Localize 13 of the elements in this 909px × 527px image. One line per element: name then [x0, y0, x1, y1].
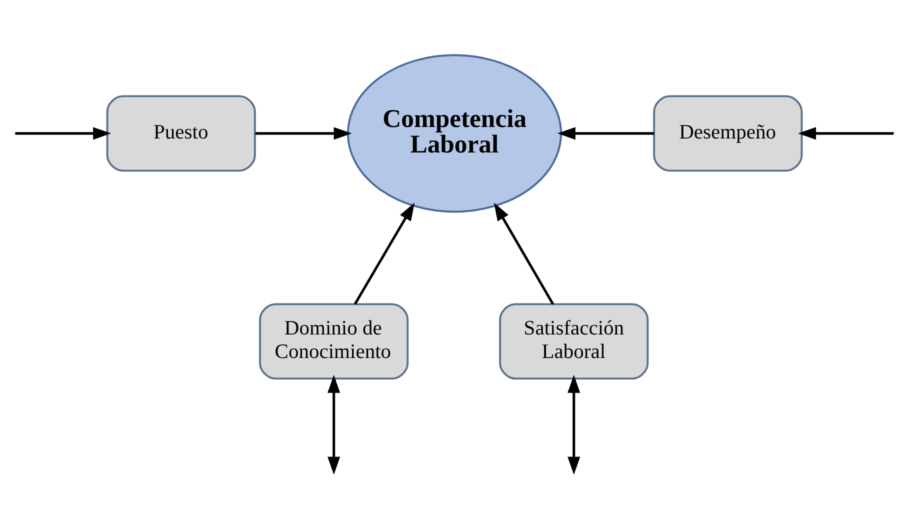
arrow	[568, 374, 580, 474]
node-box: Satisfacción Laboral	[499, 302, 649, 380]
arrow	[798, 126, 894, 140]
arrow	[557, 126, 654, 140]
node-box: Dominio de Conocimiento	[259, 302, 409, 380]
arrow	[328, 374, 340, 474]
arrow	[354, 202, 415, 304]
arrow	[15, 126, 112, 140]
arrow	[255, 126, 352, 140]
node-box: Desempeño	[653, 94, 803, 172]
node-box: Puesto	[106, 94, 256, 172]
arrow	[494, 202, 554, 304]
node-ellipse: Competencia Laboral	[347, 54, 562, 212]
